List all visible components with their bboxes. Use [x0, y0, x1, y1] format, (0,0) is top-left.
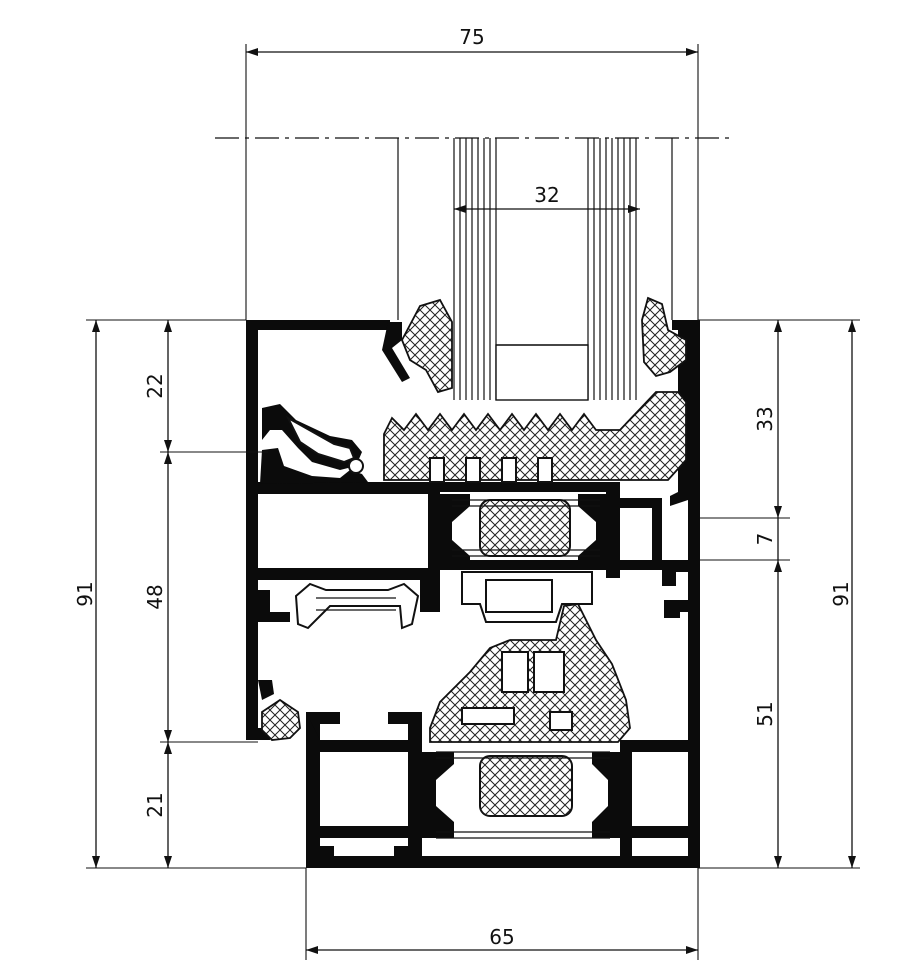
hardware-clip — [294, 582, 420, 630]
dim-height-right: 91 — [829, 581, 853, 606]
dim-overall-width-top: 75 — [459, 25, 484, 49]
center-seal — [429, 603, 631, 743]
dim-right-upper: 33 — [753, 406, 777, 431]
dim-left-middle: 48 — [143, 584, 167, 609]
outer-glazing-seal — [401, 298, 453, 394]
dim-glazing-thickness: 32 — [534, 183, 559, 207]
lower-bead-seal — [261, 698, 301, 741]
dimension-lines — [86, 44, 860, 960]
dim-overall-width-bottom: 65 — [489, 925, 514, 949]
glass-pane-left — [453, 138, 497, 400]
glass-pane-right — [587, 138, 637, 400]
frame-profile — [306, 320, 700, 868]
dim-right-lower: 51 — [753, 701, 777, 726]
sash-profile — [246, 320, 698, 740]
glazing-unit — [215, 137, 730, 401]
glazing-gasket — [383, 391, 687, 481]
dim-left-lower: 21 — [143, 792, 167, 817]
gasket-teeth — [429, 457, 553, 483]
dimension-labels: 75 32 65 91 22 48 21 91 33 7 51 — [73, 25, 853, 949]
inner-glazing-seal — [641, 296, 687, 378]
glazing-spacer — [495, 344, 589, 401]
thermal-break-upper — [440, 494, 606, 568]
center-seal-chambers — [461, 651, 573, 731]
dim-right-gap: 7 — [753, 533, 777, 546]
dim-height-left: 91 — [73, 581, 97, 606]
dim-left-upper: 22 — [143, 373, 167, 398]
